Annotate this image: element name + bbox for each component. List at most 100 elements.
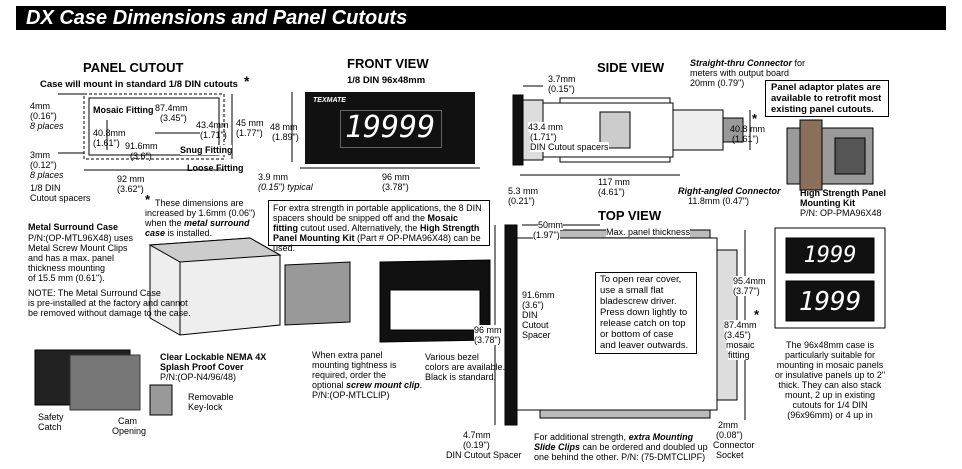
panel-cutout-title: PANEL CUTOUT	[83, 60, 184, 75]
outer-in: (3.62")	[117, 184, 144, 194]
loose-fitting-label: Loose Fitting	[187, 163, 244, 173]
top-w-in: (3.78")	[474, 335, 501, 345]
bezel-l3: Black is standard.	[425, 372, 497, 382]
top-k-mm: 2mm	[718, 420, 738, 430]
side-r-mm: 40.8 mm	[730, 124, 766, 134]
nema-pn: P/N:(OP-N4/96/48)	[160, 372, 237, 382]
mosaic-display-1: 1999	[803, 243, 857, 268]
nema-safety-2: Catch	[38, 422, 62, 432]
top-m-mm: 87.4mm	[724, 320, 757, 330]
mosaic-w-in: (3.45")	[160, 113, 187, 123]
kit-title-1: High Strength Panel	[800, 188, 887, 198]
front-view-subtitle: 1/8 DIN 96x48mm	[347, 75, 426, 86]
brand-logo: TEXMATE	[313, 97, 346, 104]
bot-dim-in: (0.12")	[30, 160, 57, 170]
metal-case-n1: NOTE: The Metal Surround Case	[28, 288, 161, 298]
top-t-mm: 50mm	[538, 220, 564, 230]
top-r-mm: 95.4mm	[733, 276, 766, 286]
metal-case-l2: Metal Screw Mount Clips	[28, 243, 128, 253]
front-view-title: FRONT VIEW	[347, 56, 429, 71]
straight-connector-3: 20mm (0.79")	[690, 78, 745, 88]
nema-title-2: Splash Proof Cover	[160, 362, 244, 372]
note-star: *	[145, 192, 151, 207]
metal-case-n2: is pre-installed at the factory and cann…	[28, 298, 188, 308]
side-b-mm: 5.3 mm	[508, 186, 539, 196]
top-s1: DIN	[522, 310, 538, 320]
h1-in: (1.61")	[93, 138, 120, 148]
side-bezel	[512, 94, 524, 166]
front-w-in: (3.78")	[382, 182, 409, 192]
outer-mm: 92 mm	[117, 174, 145, 184]
side-l-in: (4.61")	[598, 187, 625, 197]
dims-note-4: case is installed.	[145, 228, 213, 238]
top-view-title: TOP VIEW	[598, 208, 662, 223]
side-view-title: SIDE VIEW	[597, 60, 665, 75]
h-in: (1.77")	[236, 128, 263, 138]
top-m1: mosaic	[726, 340, 755, 350]
bezel-l2: colors are available.	[425, 362, 506, 372]
clips-l1: For additional strength, extra Mounting	[534, 432, 694, 442]
clip-l2: mounting tightness is	[312, 360, 397, 370]
clips-l3: one behind the other. P/N: (75-DMTCLIPF)	[534, 452, 706, 462]
top-w-mm: 96 mm	[474, 325, 502, 335]
nema-key-2: Key-lock	[188, 402, 223, 412]
top-bezel	[504, 224, 518, 426]
metal-case-n3: be removed without damage to the case.	[28, 308, 191, 318]
metal-case-l5: of 15.5 mm (0.61").	[28, 273, 105, 283]
bot-places: 8 places	[30, 170, 64, 180]
top-s2: Cutout	[522, 320, 549, 330]
straight-connector-1: Straight-thru Connector for	[690, 58, 806, 68]
nema-safety-1: Safety	[38, 412, 64, 422]
top-t-in: (1.97")	[533, 230, 560, 240]
side-d1-in: (0.15")	[548, 84, 575, 94]
top-s3: Spacer	[522, 330, 551, 340]
h-mm: 45 mm	[236, 118, 264, 128]
nema-key-1: Removable	[188, 392, 234, 402]
top-s-in: (3.6")	[522, 300, 544, 310]
din-label: 1/8 DIN	[30, 183, 61, 193]
clips-l2: Slide Clips can be ordered and doubled u…	[534, 442, 708, 452]
adaptor-note: Panel adaptor plates are available to re…	[765, 80, 889, 117]
mosaic-fitting-label: Mosaic Fitting	[93, 105, 154, 115]
side-b-in: (0.21")	[508, 196, 535, 206]
spacers-label: Cutout spacers	[30, 193, 91, 203]
rear-cover-note: To open rear cover, use a small flat bla…	[595, 272, 697, 354]
top-b-in: (0.19")	[463, 440, 490, 450]
cutout-outer	[83, 93, 225, 160]
w-in: (3.6")	[130, 151, 152, 161]
kit-pn: P/N: OP-PMA96X48	[800, 208, 882, 218]
side-h-mm: 43.4 mm	[528, 122, 564, 132]
mosaic-display-2: 1999	[798, 287, 862, 317]
top-m2: fitting	[728, 350, 750, 360]
header-title: DX Case Dimensions and Panel Cutouts	[16, 6, 946, 30]
front-display: 19999	[344, 110, 436, 145]
top-s-mm: 91.6mm	[522, 290, 555, 300]
kit-title-2: Mounting Kit	[800, 198, 855, 208]
front-h-mm: 48 mm	[270, 122, 298, 132]
snug-fitting-label: Snug Fitting	[180, 145, 233, 155]
straight-connector-2: meters with output board	[690, 68, 790, 78]
right-angled-dim: 11.8mm (0.47")	[688, 196, 750, 206]
clip-l3: required, order the	[312, 370, 387, 380]
top-m-in: (3.45")	[724, 330, 751, 340]
front-meter: TEXMATE 19999	[305, 92, 475, 164]
side-l-mm: 117 mm	[598, 177, 630, 187]
top-k2: Socket	[716, 450, 744, 460]
right-angled-label: Right-angled Connector	[678, 186, 781, 196]
dims-note-3: when the metal surround	[145, 218, 250, 228]
top-b-mm: 4.7mm	[463, 430, 491, 440]
top-dim-in: (0.16")	[30, 111, 57, 121]
mosaic-w-mm: 87.4mm	[155, 103, 188, 113]
top-k1: Connector	[713, 440, 755, 450]
strength-note: For extra strength in portable applicati…	[268, 200, 490, 253]
metal-case-title: Metal Surround Case	[28, 222, 119, 232]
star-mark: *	[244, 73, 250, 89]
front-d-mm: 3.9 mm	[258, 172, 289, 182]
clip-l1: When extra panel	[312, 350, 383, 360]
top-t-label: Max. panel thickness	[606, 227, 691, 237]
top-places: 8 places	[30, 121, 64, 131]
dims-note-1: These dimensions are	[155, 198, 244, 208]
bezel-l1: Various bezel	[425, 352, 479, 362]
front-d-in: (0.15") typical	[258, 182, 313, 192]
metal-case-l4: thickness mounting	[28, 263, 106, 273]
